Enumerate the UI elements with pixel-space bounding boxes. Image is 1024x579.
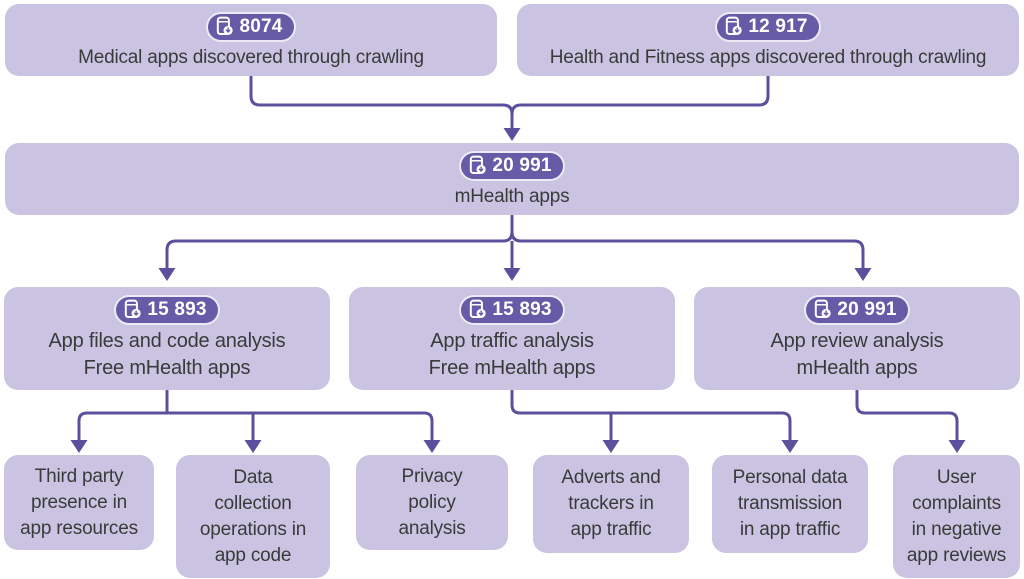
node-medical-apps: 8074 Medical apps discovered through cra… [5, 4, 497, 76]
node-user-complaints: User complaints in negative app reviews [893, 455, 1020, 578]
node-label: App files and code analysis Free mHealth… [49, 328, 286, 382]
label-line: Privacy [401, 465, 463, 487]
node-label: Data collection operations in app code [200, 465, 306, 569]
node-third-party-presence: Third party presence in app resources [4, 455, 154, 550]
node-health-fitness-apps: 12 917 Health and Fitness apps discovere… [517, 4, 1019, 76]
node-label: Third party presence in app resources [20, 464, 138, 542]
label-line: Data [233, 466, 273, 488]
node-label: Privacy policy analysis [398, 464, 465, 542]
node-label: mHealth apps [454, 186, 570, 207]
label-line: User [936, 466, 977, 488]
node-label: Adverts and trackers in app traffic [561, 465, 660, 543]
node-app-traffic-analysis: 15 893 App traffic analysis Free mHealth… [349, 287, 675, 390]
node-label: App traffic analysis Free mHealth apps [429, 328, 596, 382]
label-line: in negative [911, 518, 1002, 540]
phone-download-icon [125, 299, 142, 319]
label-line: analysis [398, 517, 466, 539]
count-badge: 20 991 [804, 295, 910, 325]
label-line: mHealth apps [796, 357, 918, 379]
count-value: 8074 [239, 16, 283, 37]
arrowheads [70, 128, 966, 453]
node-privacy-policy-analysis: Privacy policy analysis [356, 455, 508, 550]
node-label: App review analysis mHealth apps [771, 328, 944, 382]
count-value: 20 991 [492, 155, 552, 176]
count-value: 15 893 [492, 299, 552, 320]
label-line: Free mHealth apps [428, 357, 596, 379]
node-app-review-analysis: 20 991 App review analysis mHealth apps [694, 287, 1020, 390]
node-label: User complaints in negative app reviews [907, 465, 1006, 569]
label-line: Personal data [732, 467, 848, 488]
label-line: app resources [20, 517, 138, 539]
node-adverts-trackers: Adverts and trackers in app traffic [533, 455, 689, 553]
phone-download-icon [726, 16, 743, 36]
label-line: app code [214, 544, 292, 566]
label-line: complaints [912, 492, 1001, 514]
count-value: 12 917 [748, 16, 808, 37]
phone-download-icon [470, 155, 487, 175]
count-badge: 12 917 [715, 12, 821, 42]
label-line: App traffic analysis [430, 330, 594, 352]
phone-download-icon [217, 16, 234, 36]
label-line: Free mHealth apps [83, 357, 251, 379]
count-badge: 15 893 [459, 295, 565, 325]
count-badge: 20 991 [459, 151, 565, 181]
label-line: in app traffic [739, 519, 841, 540]
label-line: Adverts and [561, 467, 661, 488]
count-badge: 8074 [206, 12, 296, 42]
label-line: app traffic [570, 519, 652, 540]
label-line: operations in [199, 518, 307, 540]
label-line: App review analysis [770, 330, 944, 352]
label-line: Third party [34, 465, 124, 487]
node-label: Personal data transmission in app traffi… [733, 465, 848, 543]
count-value: 20 991 [837, 299, 897, 320]
label-line: app reviews [906, 544, 1007, 566]
phone-download-icon [470, 299, 487, 319]
node-label: Medical apps discovered through crawling [78, 47, 424, 68]
count-value: 15 893 [147, 299, 207, 320]
label-line: App files and code analysis [48, 330, 286, 352]
count-badge: 15 893 [114, 295, 220, 325]
label-line: trackers in [568, 493, 654, 514]
label-line: presence in [30, 491, 128, 513]
node-personal-data-transmission: Personal data transmission in app traffi… [712, 455, 868, 553]
phone-download-icon [815, 299, 832, 319]
label-line: policy [408, 491, 456, 513]
label-line: collection [214, 492, 292, 514]
node-mhealth-apps: 20 991 mHealth apps [5, 143, 1019, 215]
node-label: Health and Fitness apps discovered throu… [549, 47, 987, 68]
label-line: transmission [737, 493, 843, 514]
node-data-collection-operations: Data collection operations in app code [176, 455, 330, 578]
node-app-files-code-analysis: 15 893 App files and code analysis Free … [4, 287, 330, 390]
